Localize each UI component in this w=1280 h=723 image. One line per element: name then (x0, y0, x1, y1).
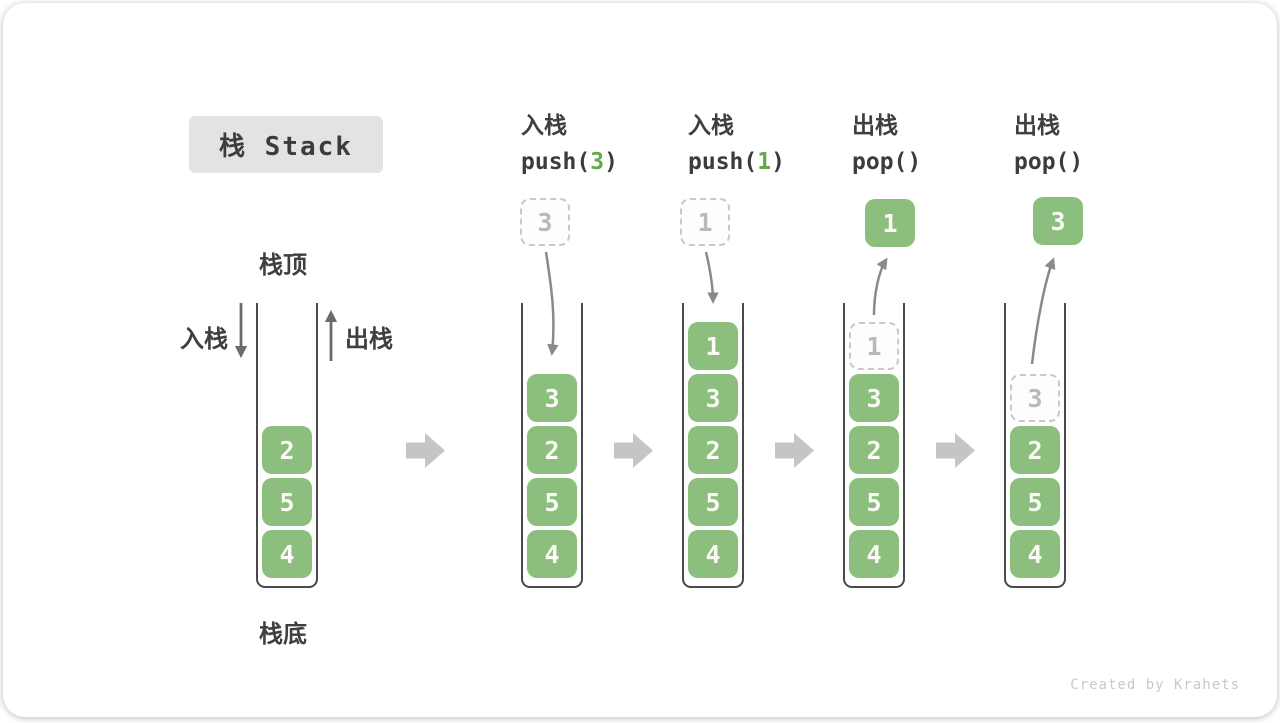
code-text: push( (521, 149, 590, 175)
stack-cell: 4 (1010, 530, 1060, 578)
operation-label-push-3: 入栈 push(3) (521, 106, 681, 175)
stack-cell: 2 (527, 426, 577, 474)
operation-code: pop() (852, 149, 1012, 175)
stack-top-label: 栈顶 (259, 245, 307, 280)
code-text: ) (1069, 149, 1083, 175)
stack-cell-ghost: 3 (1010, 374, 1060, 422)
stack-cell: 2 (262, 426, 312, 474)
float-box: 3 (1033, 197, 1083, 245)
float-box: 1 (680, 198, 730, 246)
diagram-title-text: 栈 Stack (219, 126, 353, 163)
operation-code: push(3) (521, 149, 681, 175)
step-arrow-icon (614, 433, 653, 468)
operation-label-pop-2: 出栈 pop() (1014, 106, 1174, 175)
operation-label-push-1: 入栈 push(1) (688, 106, 848, 175)
watermark: Created by Krahets (1070, 677, 1240, 693)
diagram-card: 栈 Stack 栈顶 栈底 入栈 出栈 入栈 push(3) 入栈 push(1… (3, 3, 1277, 717)
operation-name: 出栈 (1014, 106, 1174, 140)
operation-name: 出栈 (852, 106, 1012, 140)
stack-cell: 4 (688, 530, 738, 578)
code-text: pop( (852, 149, 907, 175)
code-text: ) (771, 149, 785, 175)
pop-side-label: 出栈 (345, 319, 393, 354)
diagram-title: 栈 Stack (189, 116, 383, 173)
float-box: 3 (520, 198, 570, 246)
stack-cell: 2 (688, 426, 738, 474)
stack-cell: 1 (688, 322, 738, 370)
stack-cell: 4 (262, 530, 312, 578)
float-box: 1 (865, 199, 915, 247)
stack-cell: 5 (262, 478, 312, 526)
stack-cell: 5 (849, 478, 899, 526)
step-arrow-icon (936, 433, 975, 468)
stack-cell: 2 (849, 426, 899, 474)
stack-cell: 3 (527, 374, 577, 422)
stack-cell: 3 (688, 374, 738, 422)
operation-code: pop() (1014, 149, 1174, 175)
stack-cell: 3 (849, 374, 899, 422)
step-arrow-icon (775, 433, 814, 468)
code-arg: 1 (757, 149, 771, 175)
stack-cell: 2 (1010, 426, 1060, 474)
step-arrow-icon (406, 433, 445, 468)
stack-cell: 4 (527, 530, 577, 578)
code-text: ) (604, 149, 618, 175)
code-text: push( (688, 149, 757, 175)
operation-name: 入栈 (521, 106, 681, 140)
operation-code: push(1) (688, 149, 848, 175)
stack-cell: 4 (849, 530, 899, 578)
operation-label-pop-1: 出栈 pop() (852, 106, 1012, 175)
code-text: pop( (1014, 149, 1069, 175)
push-curve-arrow-icon (706, 252, 713, 301)
stack-cell-ghost: 1 (849, 322, 899, 370)
push-side-label: 入栈 (180, 319, 228, 354)
stack-bottom-label: 栈底 (259, 614, 307, 649)
stack-cell: 5 (527, 478, 577, 526)
stack-cell: 5 (688, 478, 738, 526)
operation-name: 入栈 (688, 106, 848, 140)
code-text: ) (907, 149, 921, 175)
stack-cell: 5 (1010, 478, 1060, 526)
code-arg: 3 (590, 149, 604, 175)
